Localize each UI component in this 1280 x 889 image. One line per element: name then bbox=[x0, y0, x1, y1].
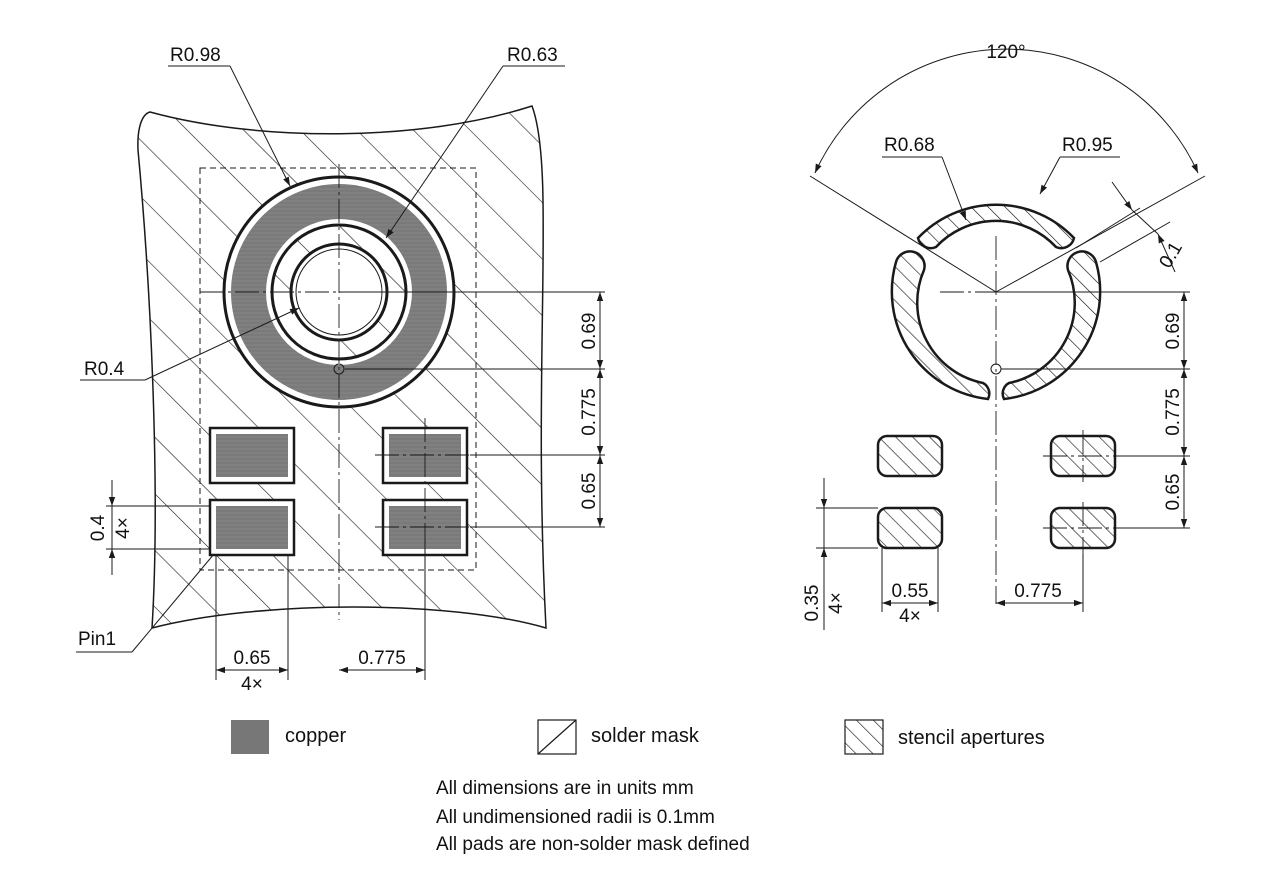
note-units: All dimensions are in units mm bbox=[436, 778, 694, 799]
dim-right-outer-radius: R0.95 bbox=[1062, 135, 1113, 156]
left-view: 0.69 0.775 0.65 0.4 4× 0.65 4× 0.775 bbox=[76, 45, 605, 695]
right-pad-height-dim: 0.35 4× bbox=[802, 478, 878, 630]
legend-copper-swatch bbox=[231, 720, 269, 754]
dim-right-vert-lower: 0.65 bbox=[1163, 474, 1184, 511]
dim-left-pad-width: 0.65 bbox=[234, 648, 271, 669]
dim-left-pad-height: 0.4 bbox=[88, 514, 109, 541]
legend-stencil-swatch bbox=[844, 719, 884, 755]
dim-angle: 120° bbox=[986, 42, 1025, 63]
note-radii: All undimensioned radii is 0.1mm bbox=[436, 807, 715, 828]
stencil-arc-left bbox=[890, 250, 991, 401]
dim-right-pad-height-count: 4× bbox=[826, 592, 847, 614]
note-pads: All pads are non-solder mask defined bbox=[436, 834, 750, 855]
right-vertical-dims: 0.69 0.775 0.65 bbox=[996, 291, 1190, 529]
dim-right-inner-radius: R0.68 bbox=[884, 135, 935, 156]
dim-inner-radius: R0.63 bbox=[507, 45, 558, 66]
dim-right-pad-width-count: 4× bbox=[899, 606, 921, 627]
dim-outer-radius: R0.98 bbox=[170, 45, 221, 66]
legend-solder-mask-label: solder mask bbox=[591, 725, 699, 747]
stencil-pad-top-left bbox=[876, 434, 944, 478]
dim-left-vert-middle: 0.775 bbox=[579, 388, 600, 436]
origin-mark bbox=[333, 363, 345, 375]
right-bottom-dims: 0.55 4× 0.775 bbox=[881, 548, 1084, 627]
left-radius-leaders: R0.98 R0.63 R0.4 Pin1 bbox=[76, 45, 565, 653]
dim-right-pad-height: 0.35 bbox=[802, 585, 823, 622]
angle-dim: 120° bbox=[809, 42, 1206, 293]
left-pad-height-dim: 0.4 4× bbox=[88, 480, 210, 575]
dim-left-pad-pitch: 0.775 bbox=[358, 648, 406, 669]
pin1-label: Pin1 bbox=[78, 629, 116, 650]
stencil-pad-bottom-left bbox=[876, 506, 944, 550]
dim-left-vert-upper: 0.69 bbox=[579, 313, 600, 350]
dim-right-pad-width: 0.55 bbox=[892, 581, 929, 602]
courtyard-outline bbox=[199, 167, 477, 571]
stencil-arc-right bbox=[1001, 250, 1102, 401]
dim-left-pad-width-count: 4× bbox=[241, 674, 263, 695]
stencil-arc-top bbox=[916, 203, 1076, 250]
legend-stencil-label: stencil apertures bbox=[898, 727, 1045, 749]
left-bottom-dims: 0.65 4× 0.775 bbox=[215, 540, 426, 695]
legend-swatches bbox=[231, 719, 884, 755]
dim-hole-radius: R0.4 bbox=[84, 359, 125, 380]
left-vertical-dims: 0.69 0.775 0.65 bbox=[339, 291, 605, 528]
dim-left-pad-height-count: 4× bbox=[113, 517, 134, 539]
dim-left-vert-lower: 0.65 bbox=[579, 473, 600, 510]
right-view: 120° R0.68 R0.95 0.1 bbox=[802, 42, 1206, 630]
dim-right-pad-pitch: 0.775 bbox=[1014, 581, 1062, 602]
legend-copper-label: copper bbox=[285, 725, 347, 747]
dim-gap: 0.1 bbox=[1156, 239, 1187, 272]
dim-right-vert-upper: 0.69 bbox=[1163, 313, 1184, 350]
dim-right-vert-middle: 0.775 bbox=[1163, 388, 1184, 436]
right-radius-leaders: R0.68 R0.95 bbox=[882, 135, 1120, 221]
